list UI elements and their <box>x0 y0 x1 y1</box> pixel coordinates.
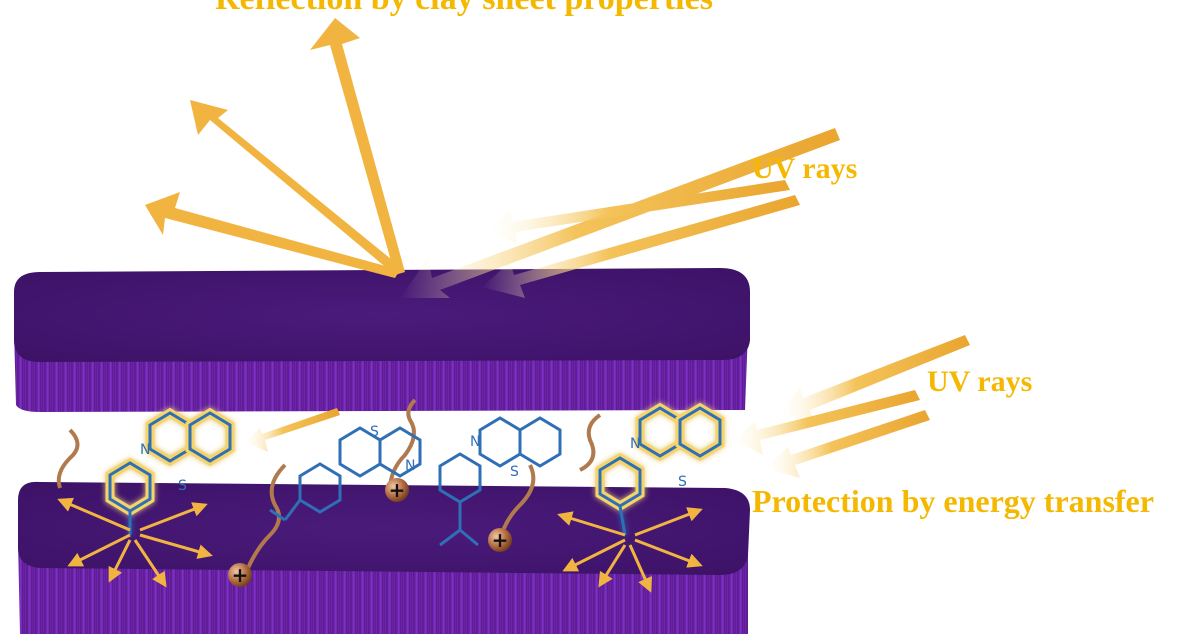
svg-text:+: + <box>389 478 406 502</box>
svg-text:S: S <box>370 424 379 440</box>
cation-1: + <box>228 563 252 587</box>
cation-2: + <box>385 478 409 502</box>
cation-3: + <box>488 528 512 552</box>
svg-text:N: N <box>140 442 150 458</box>
svg-text:S: S <box>678 474 687 490</box>
uv-rays-incoming-bottom <box>733 335 970 478</box>
svg-text:S: S <box>510 464 519 480</box>
reflection-label: Reflection by clay sheet properties <box>215 0 713 18</box>
svg-text:+: + <box>492 528 509 552</box>
svg-text:N: N <box>470 434 480 450</box>
svg-text:N: N <box>630 436 640 452</box>
top-clay-sheet <box>14 268 750 412</box>
uv-rays-interlayer <box>245 408 340 452</box>
svg-text:N: N <box>405 458 415 474</box>
protection-label: Protection by energy transfer <box>752 483 1154 520</box>
uv-rays-label-top: UV rays <box>752 152 857 186</box>
uv-rays-label-bottom: UV rays <box>927 365 1032 399</box>
reflected-ray-arrows <box>145 18 405 278</box>
svg-text:+: + <box>232 563 249 587</box>
svg-text:S: S <box>178 478 187 494</box>
